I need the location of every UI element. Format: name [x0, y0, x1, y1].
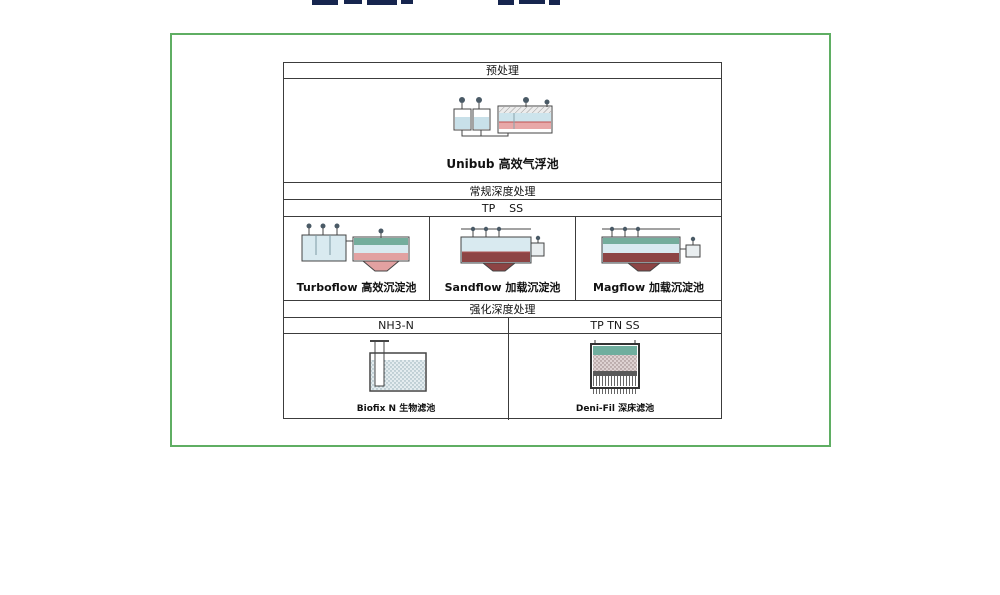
magflow-tank-icon [594, 219, 704, 275]
clipped-title-fragment [344, 0, 362, 4]
turboflow-tank-icon [297, 219, 417, 275]
magflow-cell: Magflow 加载沉淀池 [576, 217, 721, 300]
clipped-title-fragment [312, 0, 338, 5]
turboflow-cell: Turboflow 高效沉淀池 [284, 217, 430, 300]
conventional-header: 常规深度处理 [284, 183, 721, 200]
conventional-subheader: TP SS [284, 200, 721, 217]
biofilter-icon [358, 338, 434, 396]
filters-row: Biofix N 生物滤池 [284, 334, 721, 420]
clipped-title-fragment [367, 0, 397, 5]
enhanced-header: 强化深度处理 [284, 301, 721, 318]
sandflow-tank-icon [453, 219, 553, 275]
deep-bed-filter-icon [586, 338, 644, 396]
daf-tank-icon [448, 95, 558, 149]
magflow-label: Magflow 加载沉淀池 [593, 281, 704, 294]
sedimentation-row: Turboflow 高效沉淀池 [284, 217, 721, 301]
biofix-cell: Biofix N 生物滤池 [284, 334, 509, 420]
sandflow-cell: Sandflow 加载沉淀池 [430, 217, 576, 300]
biofix-label: Biofix N 生物滤池 [356, 404, 436, 414]
pretreatment-header: 预处理 [284, 63, 721, 79]
denifil-cell: Deni-Fil 深床滤池 [509, 334, 721, 420]
process-table: 预处理 [283, 62, 722, 420]
clipped-title-fragment [498, 0, 514, 5]
denifil-label: Deni-Fil 深床滤池 [575, 404, 655, 414]
pretreatment-cell: Unibub 高效气浮池 [284, 79, 721, 183]
clipped-title-fragment [401, 0, 413, 4]
enhanced-subheaders: NH3-N TP TN SS [284, 318, 721, 334]
sandflow-label: Sandflow 加载沉淀池 [444, 281, 561, 294]
daf-tank-label: Unibub 高效气浮池 [446, 157, 559, 171]
tptnss-header: TP TN SS [590, 319, 640, 332]
clipped-title-fragment [519, 0, 545, 4]
clipped-title-fragment [549, 0, 560, 5]
nh3n-header: NH3-N [284, 318, 509, 333]
turboflow-label: Turboflow 高效沉淀池 [296, 281, 417, 294]
